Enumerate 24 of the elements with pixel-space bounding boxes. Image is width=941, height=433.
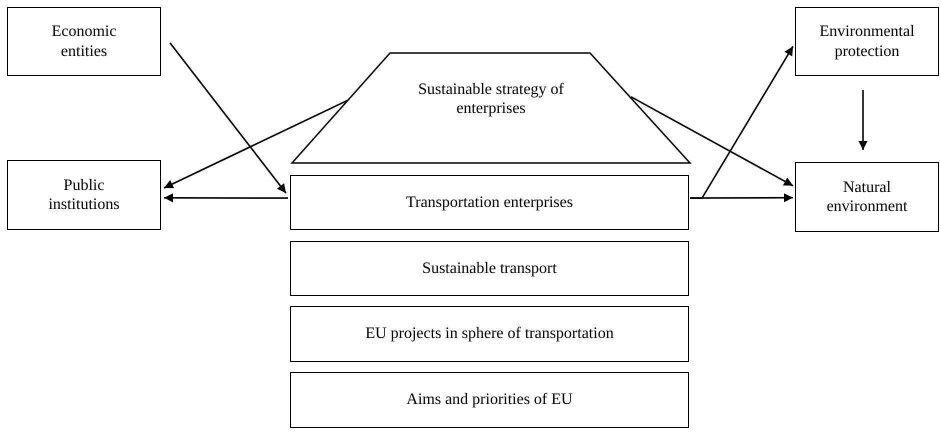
text-box <box>795 162 939 232</box>
box-label: EU projects in sphere of transportation <box>365 324 614 344</box>
text-box <box>290 306 689 362</box>
box-label: Economic entities <box>50 22 118 61</box>
text-box <box>290 372 689 428</box>
box-label: Sustainable transport <box>422 258 557 278</box>
trapezoid-shape <box>291 52 691 164</box>
text-box <box>795 7 939 76</box>
arrow <box>690 193 793 202</box>
box-label: Public institutions <box>47 176 121 214</box>
box-label: Environmental protection <box>818 22 916 61</box>
box-label: Aims and priorities of EU <box>406 390 573 410</box>
text-box <box>290 175 689 230</box>
box-label: Natural environment <box>826 178 908 216</box>
arrow <box>164 99 348 189</box>
box-label: Sustainable strategy of enterprises <box>417 80 565 118</box>
text-box <box>7 7 161 76</box>
arrow <box>164 193 288 202</box>
arrow <box>630 96 794 186</box>
text-box <box>7 160 161 230</box>
arrow <box>169 42 287 194</box>
box-label: Transportation enterprises <box>406 192 573 212</box>
arrow <box>858 90 868 150</box>
text-box <box>290 241 689 296</box>
